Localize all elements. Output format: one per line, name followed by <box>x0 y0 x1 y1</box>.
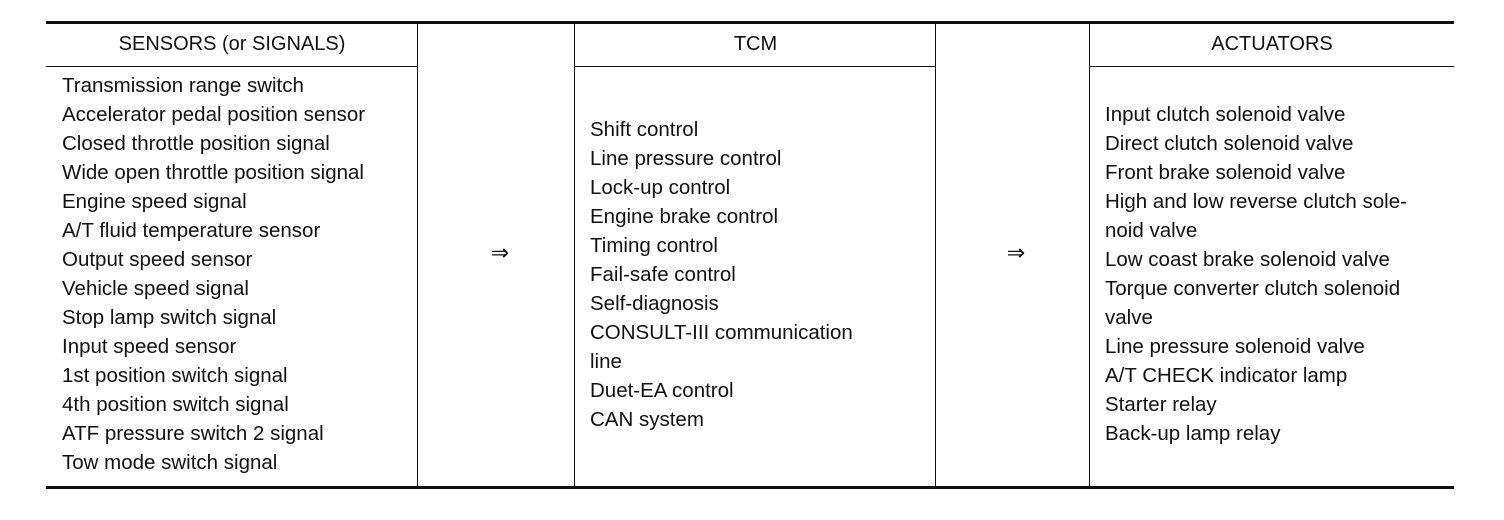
sensor-item: ATF pressure switch 2 signal <box>62 422 324 445</box>
tcm-item: Engine brake control <box>590 205 779 228</box>
actuators-header-rule <box>1090 66 1454 67</box>
actuators-list: Input clutch solenoid valve Direct clutc… <box>1105 100 1407 448</box>
tcm-item: Self-diagnosis <box>590 292 719 315</box>
sensor-item: Wide open throttle position signal <box>62 161 364 184</box>
actuator-item: Low coast brake solenoid valve <box>1105 248 1390 271</box>
tcm-item: line <box>590 350 622 373</box>
tcm-header-rule <box>575 66 936 67</box>
sensor-item: Input speed sensor <box>62 335 237 358</box>
actuator-item: Input clutch solenoid valve <box>1105 103 1346 126</box>
column-divider <box>1089 22 1090 488</box>
flow-arrow-icon: ⇒ <box>490 240 510 265</box>
sensor-item: Vehicle speed signal <box>62 277 249 300</box>
sensor-item: Stop lamp switch signal <box>62 306 277 329</box>
table-top-rule <box>46 21 1454 24</box>
column-divider <box>574 22 575 488</box>
actuator-item: Starter relay <box>1105 393 1217 416</box>
tcm-item: Line pressure control <box>590 147 782 170</box>
actuator-item: Direct clutch solenoid valve <box>1105 132 1354 155</box>
tcm-item: Fail-safe control <box>590 263 736 286</box>
sensor-item: Transmission range switch <box>62 74 304 97</box>
actuator-item: Torque converter clutch solenoid <box>1105 277 1401 300</box>
actuator-item: Line pressure solenoid valve <box>1105 335 1365 358</box>
sensor-item: Engine speed signal <box>62 190 247 213</box>
actuator-item: noid valve <box>1105 219 1198 242</box>
sensor-item: Closed throttle position signal <box>62 132 330 155</box>
sensor-item: 4th position switch signal <box>62 393 289 416</box>
table-bottom-rule <box>46 486 1454 489</box>
tcm-item: CAN system <box>590 408 704 431</box>
tcm-header: TCM <box>733 32 778 55</box>
tcm-item: Lock-up control <box>590 176 731 199</box>
sensor-item: Accelerator pedal position sensor <box>62 103 366 126</box>
column-divider <box>935 22 936 488</box>
tcm-item: Shift control <box>590 118 699 141</box>
tcm-item: CONSULT-III communication <box>590 321 853 344</box>
actuators-header: ACTUATORS <box>1211 32 1333 55</box>
sensors-header: SENSORS (or SIGNALS) <box>118 32 346 55</box>
column-divider <box>417 22 418 488</box>
actuator-item: Back-up lamp relay <box>1105 422 1281 445</box>
sensors-header-rule <box>46 66 418 67</box>
sensor-item: 1st position switch signal <box>62 364 288 387</box>
sensors-list: Transmission range switch Accelerator pe… <box>62 71 365 477</box>
actuator-item: High and low reverse clutch sole- <box>1105 190 1407 213</box>
actuator-item: valve <box>1105 306 1153 329</box>
actuator-item: A/T CHECK indicator lamp <box>1105 364 1348 387</box>
sensor-item: Tow mode switch signal <box>62 451 278 474</box>
flow-arrow-icon: ⇒ <box>1006 240 1026 265</box>
tcm-functions-list: Shift control Line pressure control Lock… <box>590 115 853 434</box>
tcm-item: Duet-EA control <box>590 379 734 402</box>
sensor-item: A/T fluid temperature sensor <box>62 219 321 242</box>
actuator-item: Front brake solenoid valve <box>1105 161 1346 184</box>
sensor-item: Output speed sensor <box>62 248 253 271</box>
tcm-item: Timing control <box>590 234 718 257</box>
